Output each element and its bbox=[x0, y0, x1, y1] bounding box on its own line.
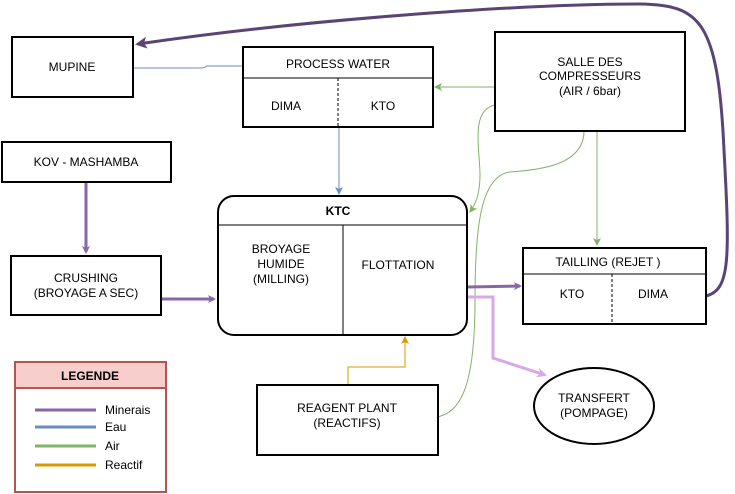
crushing-node: CRUSHING (BROYAGE A SEC) bbox=[10, 255, 162, 316]
ktc-to-tailling-connector bbox=[466, 282, 522, 291]
salle-to-ktc-connector bbox=[469, 104, 496, 213]
kov-mashamba-node: KOV - MASHAMBA bbox=[1, 141, 172, 183]
ktc-title: KTC bbox=[326, 204, 351, 218]
process-water-node: PROCESS WATER DIMA KTO bbox=[242, 46, 434, 128]
legend-label-eau: Eau bbox=[105, 420, 126, 434]
legend-label-air: Air bbox=[105, 439, 120, 453]
salle-line3: (AIR / 6bar) bbox=[559, 84, 621, 98]
tailling-to-mupine-connector bbox=[135, 2, 729, 298]
ktc-left-line1: BROYAGE bbox=[252, 242, 310, 256]
ktc-right: FLOTTATION bbox=[362, 258, 435, 272]
transfert-line1: TRANSFERT bbox=[558, 391, 630, 405]
reagent-to-ktc-connector bbox=[347, 336, 409, 384]
ktc-to-transfert-connector bbox=[467, 295, 547, 378]
legend-label-reactif: Reactif bbox=[105, 458, 143, 472]
crushing-line1: CRUSHING bbox=[54, 271, 118, 285]
process-water-dima: DIMA bbox=[271, 99, 301, 113]
salle-to-reagent-connector bbox=[427, 130, 585, 422]
process-water-title: PROCESS WATER bbox=[286, 57, 390, 71]
transfert-line2: (POMPAGE) bbox=[560, 406, 628, 420]
tailling-node: TAILLING (REJET ) KTO DIMA bbox=[522, 247, 707, 325]
tailling-dima: DIMA bbox=[638, 287, 668, 301]
ktc-left-line3: (MILLING) bbox=[253, 272, 309, 286]
salle-line2: COMPRESSEURS bbox=[539, 69, 641, 83]
reagent-plant-node: REAGENT PLANT (REACTIFS) bbox=[256, 384, 439, 456]
tailling-title: TAILLING (REJET ) bbox=[556, 255, 661, 269]
kov-label: KOV - MASHAMBA bbox=[34, 155, 139, 169]
legend-label-minerais: Minerais bbox=[105, 403, 150, 417]
salle-compresseurs-node: SALLE DES COMPRESSEURS (AIR / 6bar) bbox=[494, 31, 686, 132]
ktc-left-line2: HUMIDE bbox=[257, 257, 304, 271]
reagent-line2: (REACTIFS) bbox=[313, 416, 380, 430]
mupine-to-process-water-connector bbox=[133, 62, 279, 70]
salle-line1: SALLE DES bbox=[557, 55, 622, 69]
ktc-node: KTC BROYAGE HUMIDE (MILLING) FLOTTATION bbox=[217, 195, 468, 336]
tailling-kto: KTO bbox=[560, 287, 584, 301]
legend-title: LEGENDE bbox=[61, 369, 119, 383]
crushing-line2: (BROYAGE A SEC) bbox=[34, 286, 138, 300]
legend: LEGENDE Minerais Eau Air Reactif bbox=[14, 361, 167, 493]
transfert-node: TRANSFERT (POMPAGE) bbox=[533, 367, 655, 445]
process-water-kto: KTO bbox=[371, 99, 395, 113]
mupine-node: MUPINE bbox=[11, 36, 134, 98]
reagent-line1: REAGENT PLANT bbox=[297, 401, 397, 415]
mupine-label: MUPINE bbox=[49, 60, 96, 74]
